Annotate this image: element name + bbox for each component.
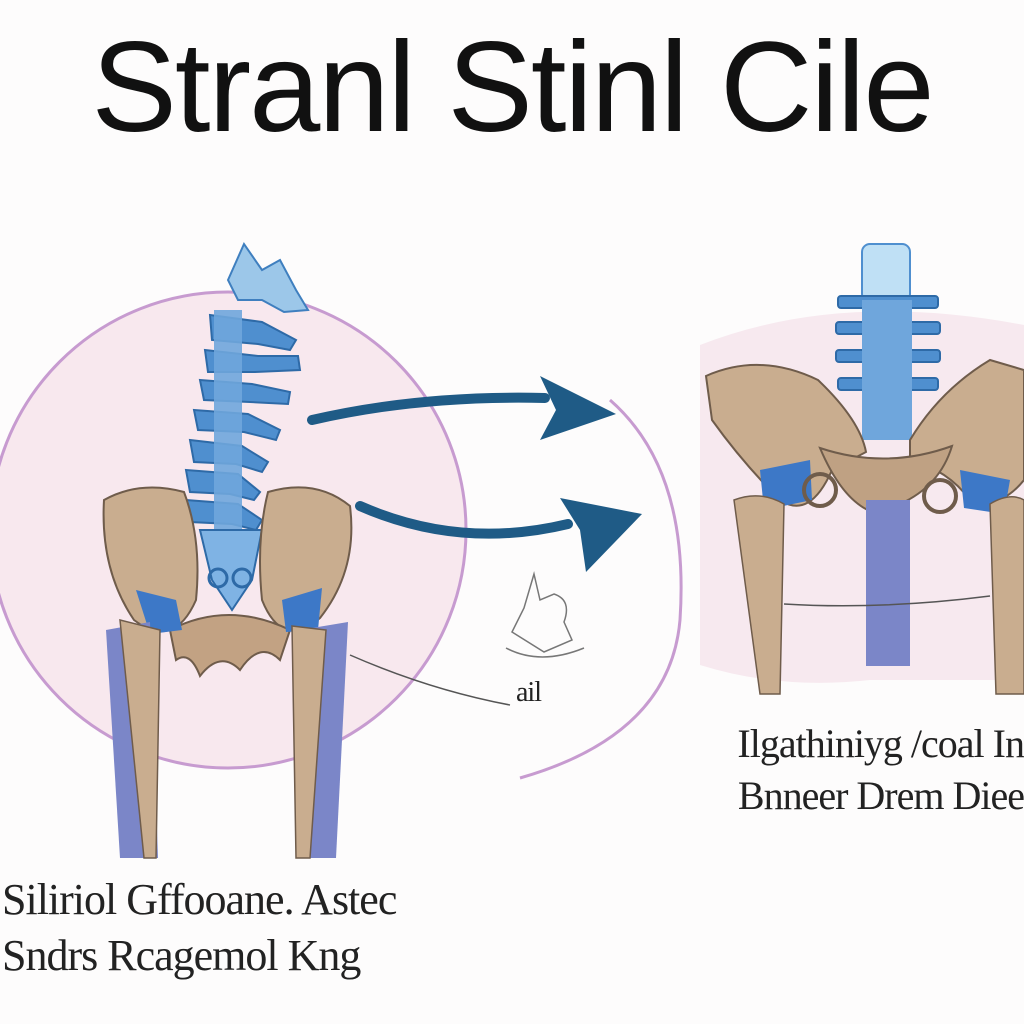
left-caption: Siliriol Gffooane. Astec Sndrs Rcagemol … [2, 872, 397, 984]
left-pubic-arch [168, 614, 292, 679]
left-pelvis [102, 486, 353, 679]
left-caption-line-2: Sndrs Rcagemol Kng [2, 931, 361, 980]
right-femur [291, 625, 327, 859]
transition-arrows [307, 376, 642, 572]
leader-line [349, 654, 511, 706]
right-view-right-femur [989, 496, 1024, 695]
left-legs [106, 619, 348, 859]
left-spine [184, 241, 310, 612]
upper-arrow-head [540, 376, 616, 440]
right-caption-line-2: Bnneer Drem Diee [737, 773, 1024, 818]
right-spine [835, 243, 941, 440]
left-sacrum-ring [231, 567, 253, 589]
left-iliac-wing [102, 486, 199, 633]
right-pelvis [704, 358, 1024, 514]
right-spine-top [861, 243, 911, 303]
right-view-left-hip [760, 460, 812, 510]
left-spinal-column [214, 310, 242, 540]
hip-sketch-icon [505, 571, 585, 658]
right-spinal-column [862, 300, 912, 440]
right-iliac-wing [259, 486, 353, 632]
lower-arrow-shaft [355, 501, 573, 539]
lower-arrow-head [560, 498, 642, 572]
right-sacrum-bone [818, 444, 954, 514]
right-hip-joint [282, 588, 322, 632]
right-view-guide-line [783, 595, 991, 607]
left-femur [119, 619, 161, 859]
right-view-right-socket [922, 478, 958, 514]
right-center-column [866, 500, 910, 666]
right-legs [733, 495, 1024, 695]
right-arc-line [519, 398, 683, 780]
page-title: Stranl Stinl Cile [91, 16, 935, 159]
left-sacrum-ring [207, 567, 229, 589]
right-view-left-socket [802, 472, 838, 508]
right-caption-line-1: Ilgathiniyg /coal In [737, 721, 1024, 766]
right-caption: Ilgathiniyg /coal In Bnneer Drem Diee [640, 718, 1024, 822]
left-caption-line-1: Siliriol Gffooane. Astec [2, 875, 397, 924]
left-spine-top-fragment [226, 241, 310, 314]
right-view-left-femur [733, 495, 785, 695]
small-label: ail [516, 677, 542, 708]
upper-arrow-shaft [307, 392, 550, 425]
